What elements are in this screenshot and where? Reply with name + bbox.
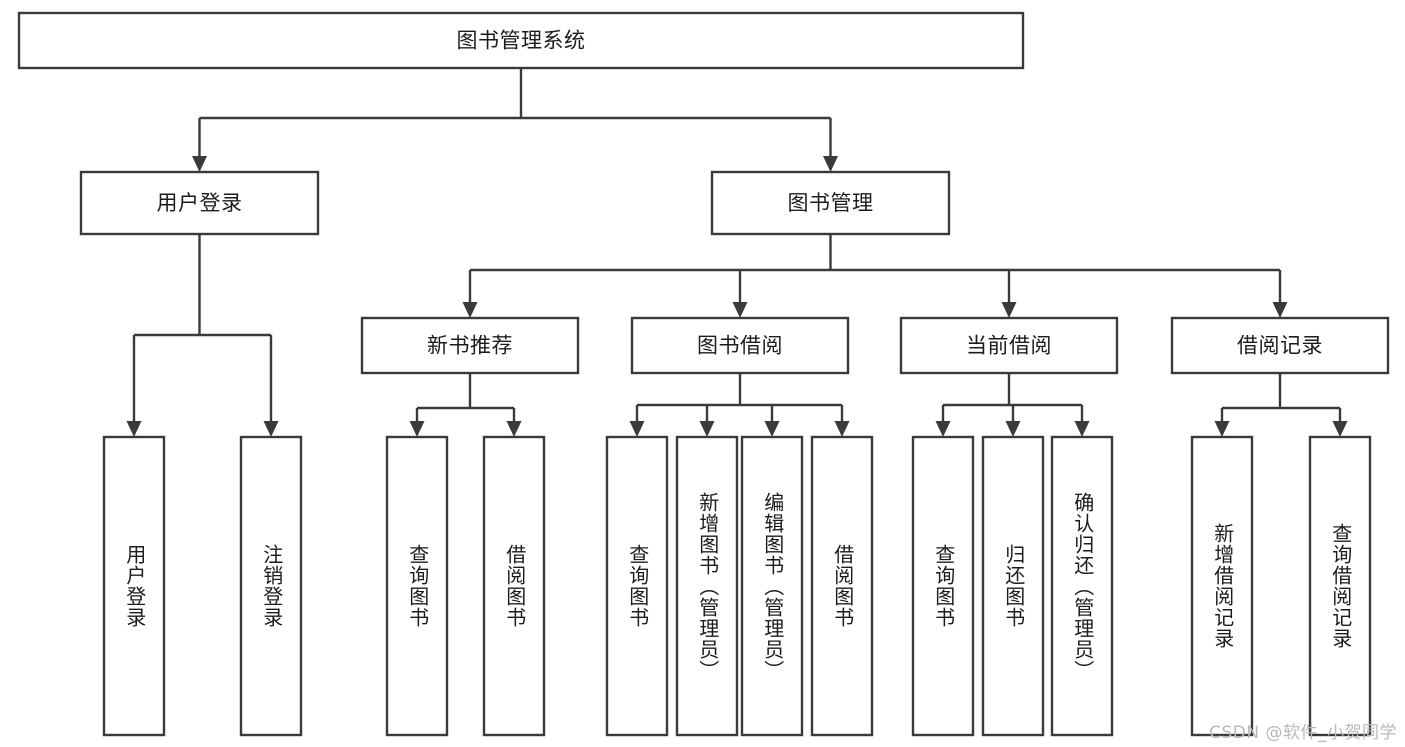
node-box-records[interactable] (1170, 316, 1390, 375)
node-label-root: 图书管理系统 (457, 29, 586, 53)
arrow-head-leaf4 (506, 421, 522, 437)
node-label-records: 借阅记录 (1237, 334, 1323, 358)
arrow-head-leaf8 (834, 421, 850, 437)
node-box-leaf1[interactable] (102, 435, 166, 737)
boxes-layer (17, 11, 1390, 737)
node-box-root[interactable] (17, 11, 1025, 70)
arrow-head-leaf10 (1005, 421, 1021, 437)
arrow-head-leaf11 (1074, 421, 1090, 437)
arrow-head-bookmgmt (823, 156, 838, 172)
node-box-leaf13[interactable] (1308, 435, 1372, 737)
arrow-head-records (1272, 302, 1288, 318)
arrow-head-leaf5 (629, 421, 645, 437)
node-box-leaf11[interactable] (1050, 435, 1114, 737)
node-box-leaf10[interactable] (981, 435, 1045, 737)
node-box-leaf6[interactable] (675, 435, 739, 737)
arrow-head-leaf1 (126, 421, 142, 437)
connectors-layer (126, 68, 1348, 437)
node-box-leaf9[interactable] (911, 435, 975, 737)
node-label-bookmgmt: 图书管理 (788, 191, 874, 215)
node-box-leaf7[interactable] (740, 435, 804, 737)
node-box-leaf8[interactable] (810, 435, 874, 737)
arrow-head-leaf6 (699, 421, 715, 437)
node-box-leaf12[interactable] (1190, 435, 1254, 737)
arrow-head-leaf3 (409, 421, 425, 437)
arrow-head-leaf12 (1214, 421, 1230, 437)
node-box-leaf3[interactable] (385, 435, 449, 737)
arrow-head-leaf7 (764, 421, 780, 437)
node-label-login: 用户登录 (157, 191, 243, 215)
arrow-head-current (1001, 302, 1017, 318)
csdn-watermark: CSDN @软件_小贺同学 (1209, 723, 1397, 743)
arrow-head-leaf9 (935, 421, 951, 437)
arrow-head-leaf13 (1332, 421, 1348, 437)
node-box-leaf5[interactable] (605, 435, 669, 737)
arrow-head-leaf2 (263, 421, 279, 437)
node-box-leaf4[interactable] (482, 435, 546, 737)
node-box-newbook[interactable] (360, 316, 580, 375)
node-box-login[interactable] (79, 170, 320, 236)
node-label-borrow: 图书借阅 (697, 334, 783, 358)
arrow-head-login (192, 156, 207, 172)
node-box-leaf2[interactable] (239, 435, 303, 737)
node-label-current: 当前借阅 (966, 334, 1052, 358)
node-box-bookmgmt[interactable] (710, 170, 951, 236)
node-box-borrow[interactable] (630, 316, 850, 375)
arrow-head-borrow (732, 302, 748, 318)
node-label-newbook: 新书推荐 (427, 334, 513, 358)
node-box-current[interactable] (899, 316, 1119, 375)
arrow-head-newbook (462, 302, 478, 318)
